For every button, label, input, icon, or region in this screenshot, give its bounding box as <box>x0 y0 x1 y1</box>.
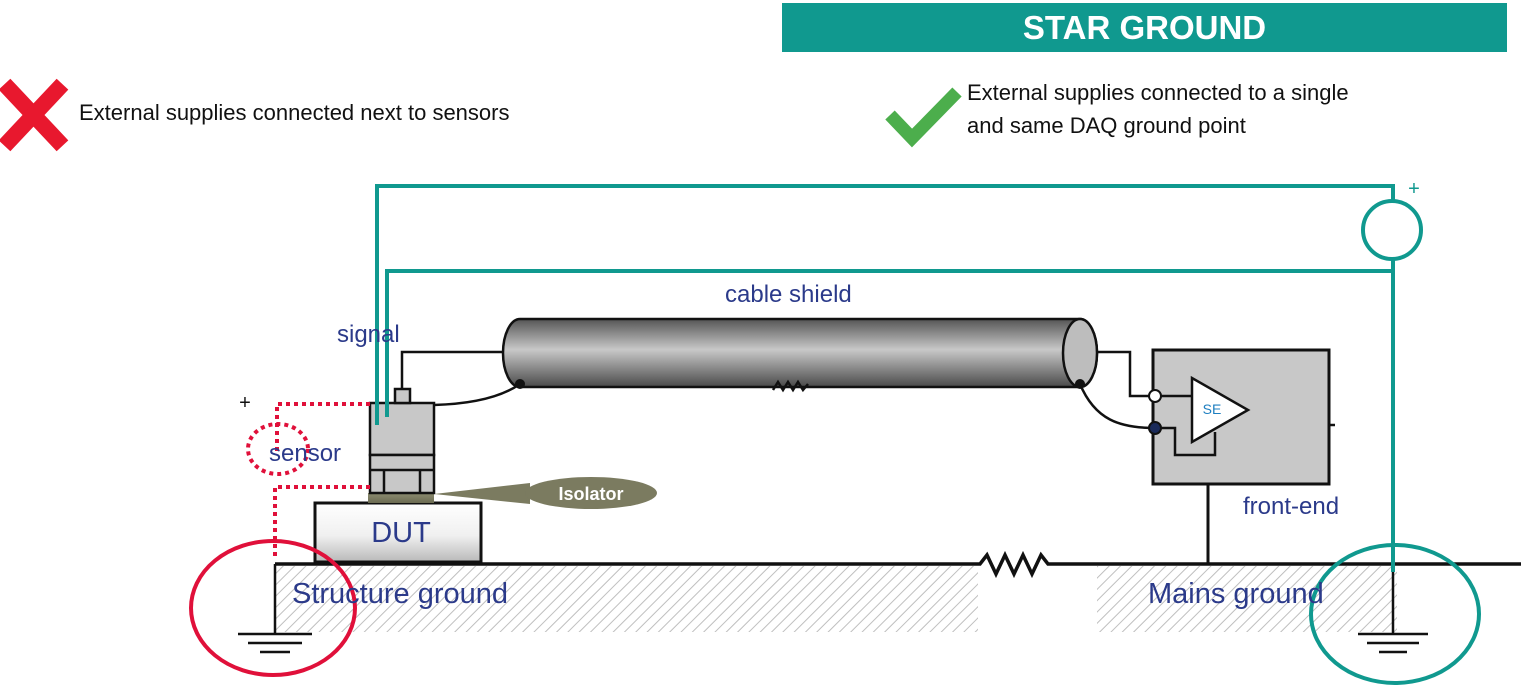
structure-ground-label: Structure ground <box>292 578 508 610</box>
signal-wire <box>400 350 510 389</box>
structure-ground-highlight <box>189 539 357 677</box>
sensor-label: sensor <box>269 440 341 467</box>
structure-ground-hatch <box>275 566 978 632</box>
supply-plus-label: + <box>1408 178 1420 200</box>
input-terminal-pos <box>1148 389 1162 403</box>
dut-label: DUT <box>371 517 431 549</box>
input-terminal-neg <box>1148 421 1162 435</box>
star-ground-banner: STAR GROUND <box>782 3 1507 52</box>
red-x-icon <box>0 78 69 152</box>
isolator-pad <box>368 493 434 503</box>
mains-earth-symbol <box>1358 564 1428 654</box>
cable-shield-wire <box>1078 383 1156 430</box>
mains-ground-label: Mains ground <box>1148 578 1324 610</box>
sensor-shield-wire <box>433 382 521 407</box>
isolator-callout: Isolator <box>525 477 657 509</box>
isolator-callout-pointer <box>434 483 530 504</box>
sensor-body <box>368 387 436 495</box>
cable-core-wire <box>1097 350 1155 398</box>
external-supply-symbol <box>1361 199 1423 261</box>
se-label: SE <box>1203 401 1222 417</box>
front-end-box <box>1151 348 1335 486</box>
red-dotted-supply <box>246 402 370 560</box>
green-check-icon <box>885 87 962 148</box>
bad-practice-text: External supplies connected next to sens… <box>79 100 510 125</box>
ground-line <box>275 550 1521 579</box>
signal-label: signal <box>337 321 400 348</box>
mains-ground-hatch <box>1097 566 1397 632</box>
cable-shield-label: cable shield <box>725 281 852 308</box>
se-amplifier: SE <box>1161 375 1251 457</box>
good-practice-text-line2: and same DAQ ground point <box>967 113 1246 138</box>
structure-earth-symbol <box>238 564 312 654</box>
good-practice-text-line1: External supplies connected to a single <box>967 80 1349 105</box>
dut-block: DUT <box>313 501 483 564</box>
isolator-label: Isolator <box>558 484 623 504</box>
cable-shield-body <box>501 317 1099 393</box>
front-end-label: front-end <box>1243 493 1339 520</box>
sensor-plus-label: + <box>239 392 251 414</box>
teal-supply-wiring: + <box>375 178 1423 572</box>
mains-ground-highlight <box>1309 543 1481 685</box>
